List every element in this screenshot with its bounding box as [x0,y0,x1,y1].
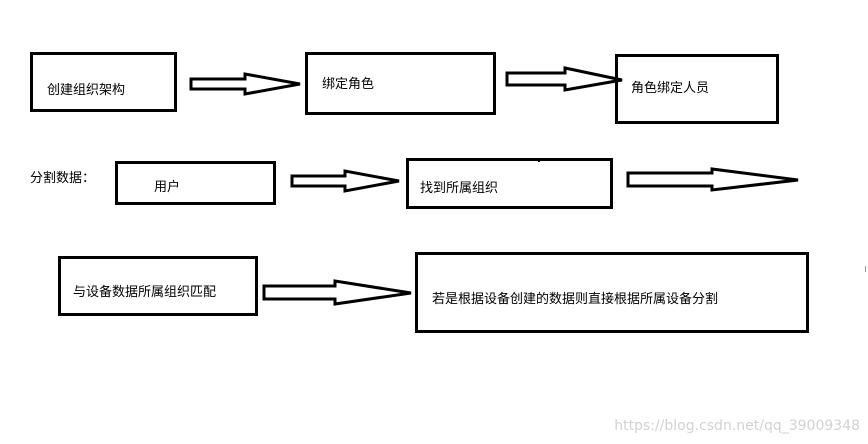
match-device-box: 与设备数据所属组织匹配 [58,256,258,316]
find-org-label: 找到所属组织 [420,181,499,196]
arrow-create-to-bind [189,72,301,96]
watermark-text: https://blog.csdn.net/qq_39009348 [614,418,860,434]
rule-box: 若是根据设备创建的数据则直接根据所属设备分割 [415,252,809,333]
arrow-org-to-next [626,167,799,192]
rule-label: 若是根据设备创建的数据则直接根据所属设备分割 [432,292,719,307]
stray-dot [538,160,540,162]
match-device-label: 与设备数据所属组织匹配 [73,285,217,300]
arrow-user-to-org [290,169,400,193]
role-bind-person-label: 角色绑定人员 [631,81,710,96]
create-org-box: 创建组织架构 [30,52,177,112]
split-data-label: 分割数据： [30,171,96,186]
edge-mark [865,266,868,272]
find-org-box: 找到所属组织 [406,158,613,209]
user-label: 用户 [154,180,181,195]
user-box: 用户 [115,161,276,205]
create-org-label: 创建组织架构 [47,83,126,98]
arrow-bind-to-person [505,66,623,92]
role-bind-person-box: 角色绑定人员 [615,54,779,124]
arrow-match-to-rule [262,279,412,306]
bind-role-label: 绑定角色 [322,77,375,92]
bind-role-box: 绑定角色 [305,52,496,115]
